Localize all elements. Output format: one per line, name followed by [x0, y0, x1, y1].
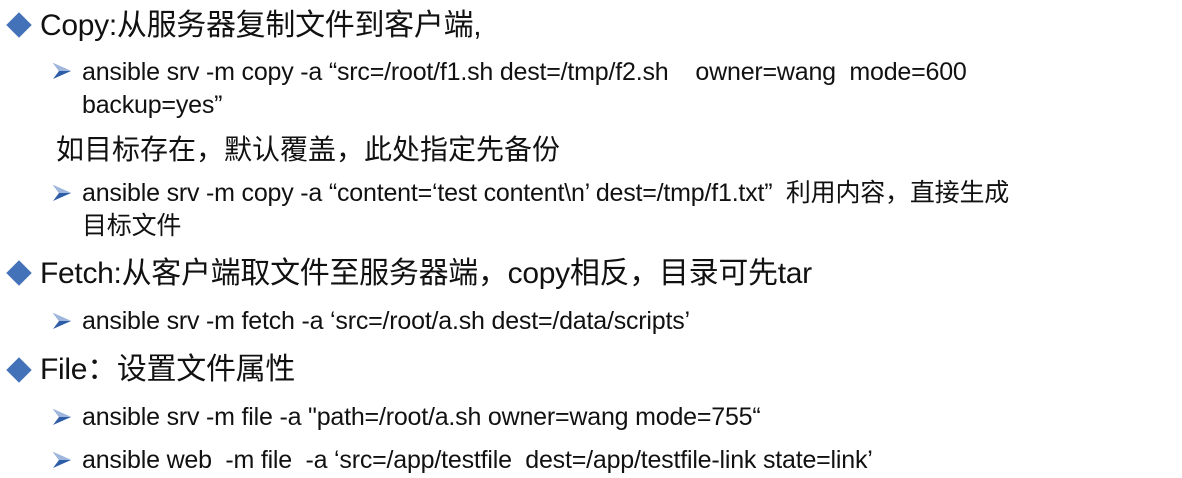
diamond-bullet-icon: [6, 357, 32, 383]
arrow-bullet-icon: [53, 185, 71, 201]
arrow-bullet-icon: [53, 452, 71, 468]
copy-note: 如目标存在，默认覆盖，此处指定先备份: [56, 134, 561, 165]
section-heading-file: File：设置文件属性: [40, 353, 296, 386]
diamond-bullet-icon: [6, 12, 32, 38]
file-command-1: ansible srv -m file -a "path=/root/a.sh …: [82, 403, 761, 431]
diamond-bullet-icon: [6, 260, 32, 286]
arrow-bullet-icon: [53, 313, 71, 329]
copy-command-2-line-1: ansible srv -m copy -a “content=‘test co…: [82, 179, 1010, 207]
copy-command-1-line-1: ansible srv -m copy -a “src=/root/f1.sh …: [82, 58, 967, 86]
copy-command-1-line-2: backup=yes”: [82, 91, 223, 119]
copy-command-2-line-2: 目标文件: [82, 212, 182, 240]
file-command-2: ansible web -m file -a ‘src=/app/testfil…: [82, 446, 873, 474]
arrow-bullet-icon: [53, 409, 71, 425]
section-heading-copy: Copy:从服务器复制文件到客户端,: [40, 9, 482, 42]
arrow-bullet-icon: [53, 63, 71, 79]
section-heading-fetch: Fetch:从客户端取文件至服务器端，copy相反，目录可先tar: [40, 257, 812, 290]
fetch-command: ansible srv -m fetch -a ‘src=/root/a.sh …: [82, 307, 690, 335]
